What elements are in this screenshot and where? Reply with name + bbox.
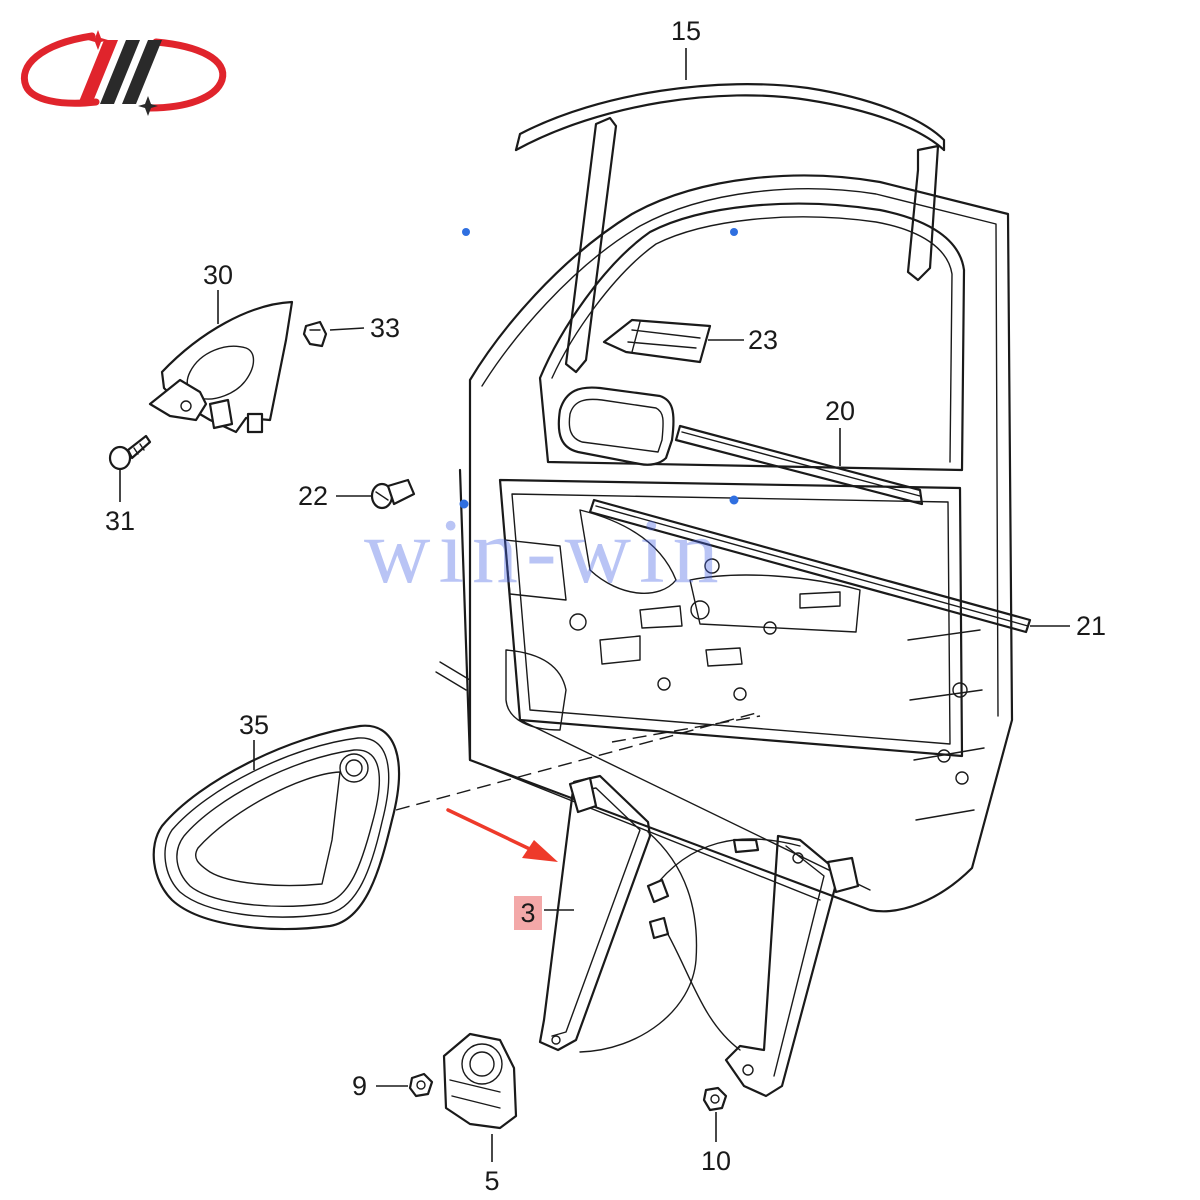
watermark-text: win-win	[364, 500, 727, 602]
callout-23: 23	[748, 325, 778, 355]
logo-arc-right	[146, 38, 227, 112]
callout-10: 10	[701, 1146, 731, 1176]
logo-arc-left	[21, 32, 100, 107]
door-marker-dot-top-2	[730, 228, 738, 236]
callout-22: 22	[298, 481, 328, 511]
callout-21: 21	[1076, 611, 1106, 641]
part-10-nut	[702, 1086, 728, 1112]
brand-logo	[21, 30, 227, 116]
assembly-line-regulator	[611, 715, 761, 743]
door-shell	[435, 174, 1014, 913]
callout-3: 3	[520, 898, 535, 928]
logo-stroke-red	[78, 40, 118, 104]
logo-star-top	[88, 30, 108, 50]
part-31-screw	[108, 434, 152, 471]
leader-lines	[119, 48, 1070, 1162]
callout-30: 30	[203, 260, 233, 290]
callout-35: 35	[239, 710, 269, 740]
part-35-door-membrane	[152, 724, 400, 931]
part-5-window-motor	[442, 1032, 518, 1130]
part-30-mirror-trim-cover	[148, 300, 294, 434]
callout-5: 5	[484, 1166, 499, 1196]
logo-star-bottom	[138, 96, 158, 116]
door-marker-dot-left	[459, 499, 469, 509]
callout-3-highlight	[514, 896, 542, 930]
part-20-inner-window-seal	[674, 424, 924, 506]
part-21-outer-window-seal	[588, 498, 1032, 634]
pointer-arrow	[446, 808, 558, 862]
callout-31: 31	[105, 506, 135, 536]
part-3-window-regulator	[538, 774, 860, 1098]
logo-stroke-dark-2	[122, 40, 162, 104]
part-15-door-frame-seal	[514, 83, 946, 374]
callout-33: 33	[370, 313, 400, 343]
part-22-bolt	[370, 478, 416, 510]
part-9-nut	[408, 1072, 434, 1098]
part-33-clip	[302, 320, 328, 348]
callout-15: 15	[671, 16, 701, 46]
door-marker-dot-top	[462, 228, 470, 236]
callout-9: 9	[352, 1071, 367, 1101]
part-23-bracket	[602, 318, 712, 364]
mirror-mount-opening	[557, 386, 675, 466]
door-marker-dot-right	[729, 495, 739, 505]
callout-20: 20	[825, 396, 855, 426]
callout-labels: 15 30 33 31 22 23 20 21 35 3 9 5 10	[105, 16, 1106, 1196]
logo-stroke-dark-1	[100, 40, 140, 104]
